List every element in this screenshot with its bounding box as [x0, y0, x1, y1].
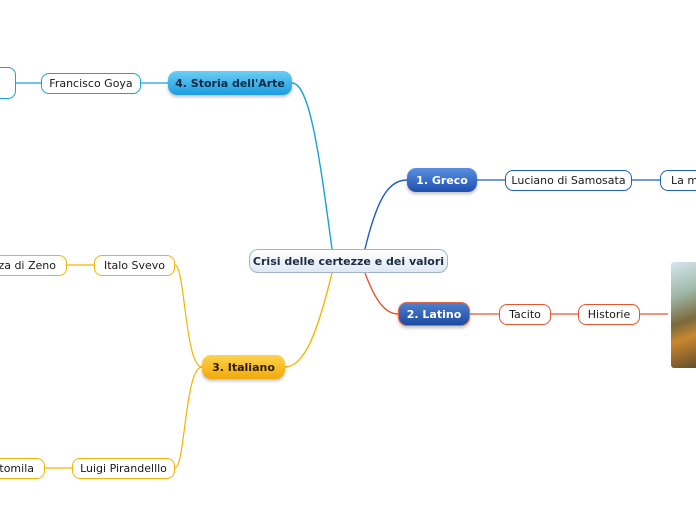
branch-storia-arte[interactable]: 4. Storia dell'Arte — [168, 71, 292, 95]
topic-luigi-pirandello[interactable]: Luigi Pirandelllo — [72, 458, 175, 479]
topic-svevo-work[interactable]: nza di Zeno — [0, 255, 67, 276]
branch-greco-label: 1. Greco — [416, 174, 468, 187]
topic-tacito-label: Tacito — [509, 308, 541, 321]
branch-greco[interactable]: 1. Greco — [407, 168, 477, 192]
topic-goya-work[interactable] — [0, 67, 16, 99]
topic-luigi-pirandello-label: Luigi Pirandelllo — [80, 462, 167, 475]
topic-francisco-goya-label: Francisco Goya — [49, 77, 132, 90]
branch-latino-label: 2. Latino — [407, 308, 462, 321]
topic-pirandello-work[interactable]: ntomila — [0, 458, 45, 479]
topic-greco-work-label: La m — [671, 174, 696, 187]
topic-historie[interactable]: Historie — [578, 304, 640, 325]
branch-italiano[interactable]: 3. Italiano — [202, 355, 285, 379]
topic-tacito[interactable]: Tacito — [499, 304, 551, 325]
topic-pirandello-work-label: ntomila — [0, 462, 34, 475]
branch-italiano-label: 3. Italiano — [212, 361, 275, 374]
branch-latino[interactable]: 2. Latino — [398, 302, 470, 326]
topic-historie-label: Historie — [588, 308, 630, 321]
topic-luciano[interactable]: Luciano di Samosata — [505, 170, 632, 191]
topic-italo-svevo-label: Italo Svevo — [104, 259, 165, 272]
topic-svevo-work-label: nza di Zeno — [0, 259, 56, 272]
topic-francisco-goya[interactable]: Francisco Goya — [41, 73, 141, 94]
topic-italo-svevo[interactable]: Italo Svevo — [94, 255, 175, 276]
topic-luciano-label: Luciano di Samosata — [511, 174, 625, 187]
topic-greco-work[interactable]: La m — [660, 170, 696, 191]
painting-thumbnail[interactable] — [671, 262, 696, 368]
central-topic-label: Crisi delle certezze e dei valori — [253, 255, 444, 268]
central-topic[interactable]: Crisi delle certezze e dei valori — [249, 249, 448, 273]
branch-storia-arte-label: 4. Storia dell'Arte — [175, 77, 285, 90]
